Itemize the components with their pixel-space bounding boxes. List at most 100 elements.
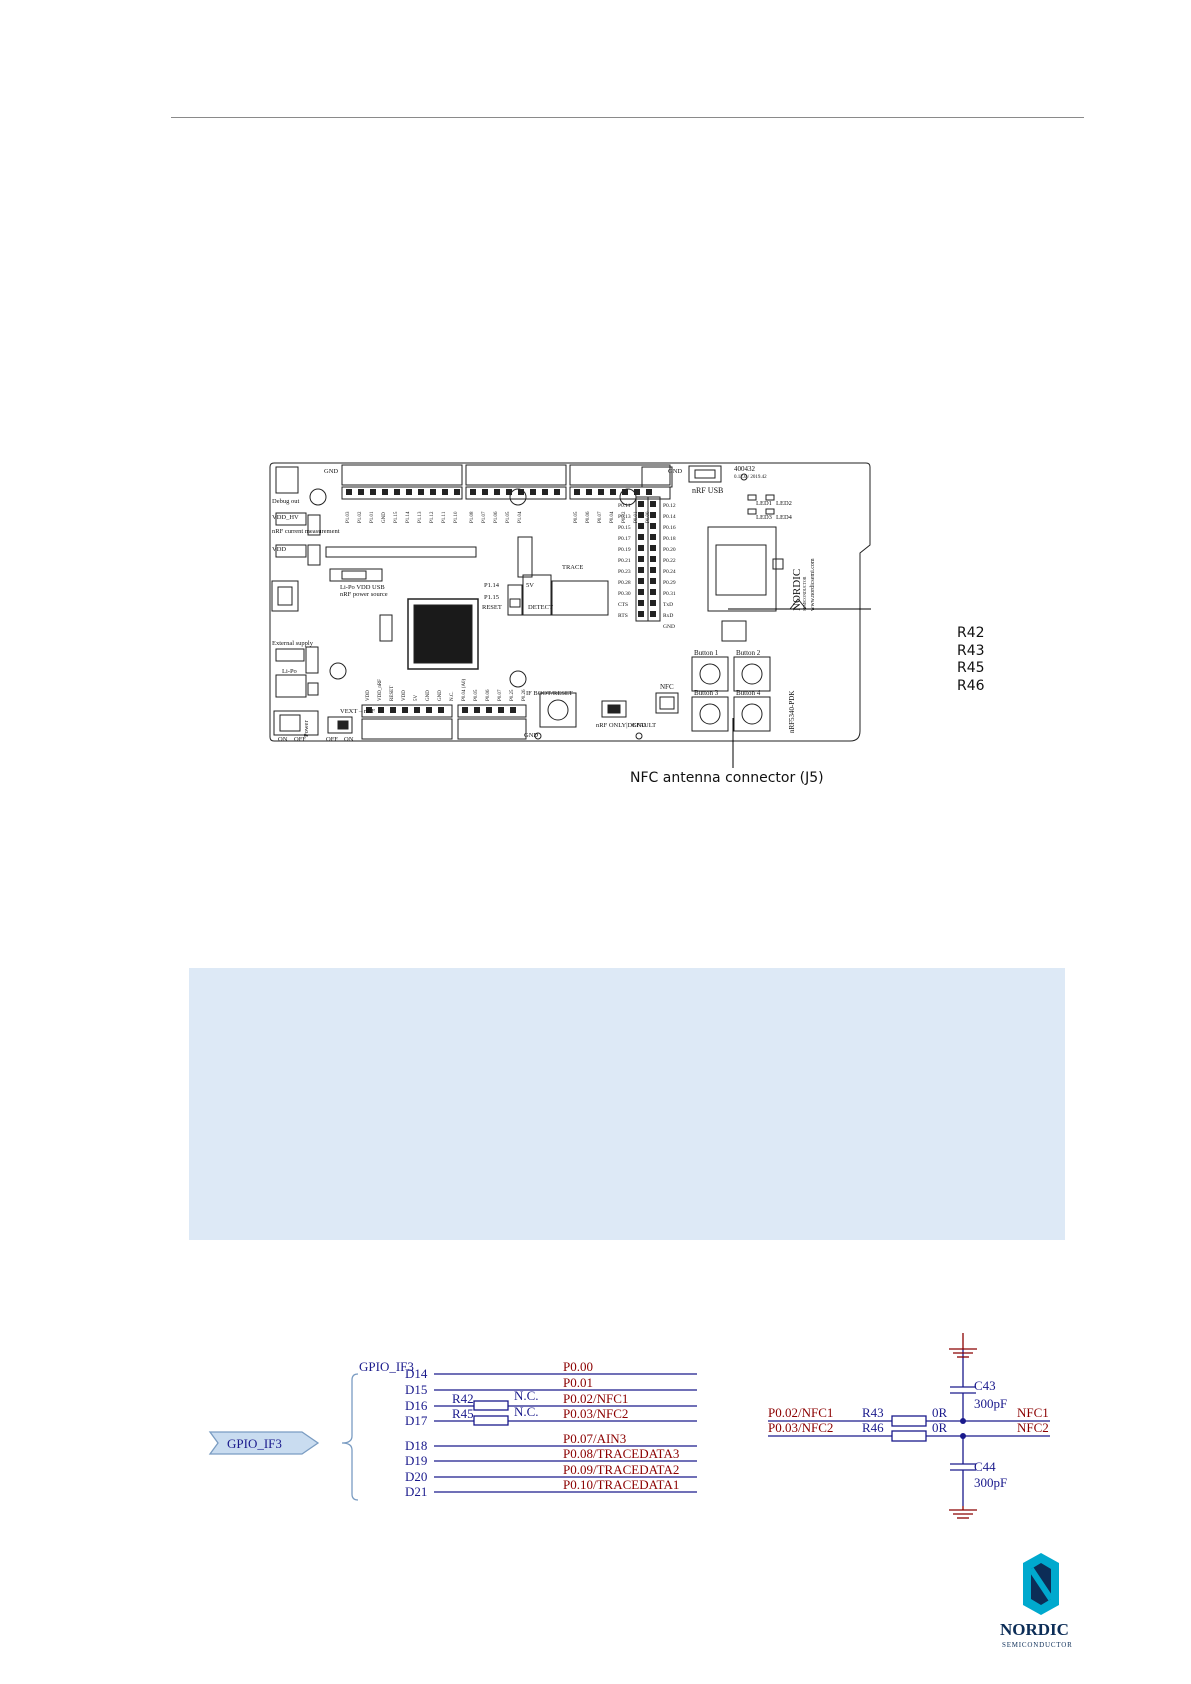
board-label-url: www.nordicsemi.com	[810, 558, 816, 611]
svg-text:P0.14: P0.14	[663, 514, 676, 520]
nordic-logo: NORDIC SEMICONDUCTOR	[996, 1553, 1086, 1651]
pin-d18: D18	[405, 1438, 427, 1453]
board-label-led2: LED2	[776, 500, 792, 507]
net-nfc2: NFC2	[1017, 1420, 1049, 1435]
svg-text:P0.07: P0.07	[598, 511, 603, 523]
svg-text:P0.06: P0.06	[486, 689, 491, 701]
nfc-callout: NFC antenna connector (J5)	[630, 770, 824, 786]
svg-text:P0.30: P0.30	[618, 591, 631, 597]
resistor-callout: R42 R43 R45 R46	[957, 625, 985, 695]
svg-text:RTS: RTS	[618, 613, 628, 619]
svg-text:P1.12: P1.12	[430, 511, 435, 523]
board-label-on: ON	[278, 736, 288, 743]
svg-text:P1.03: P1.03	[346, 511, 351, 523]
board-label-vdd: VDD	[272, 546, 286, 553]
resistor-r46: R46	[862, 1420, 884, 1435]
board-label-lipo-vdd-usb: Li-Po VDD USB	[340, 584, 385, 591]
board-top-pin-labels: P1.03 P1.02 P1.01 GND P1.15 P1.14 P1.13 …	[346, 511, 651, 523]
board-label-trace: TRACE	[562, 564, 583, 571]
board-label-id: 400432	[734, 465, 756, 473]
svg-text:GND: GND	[382, 512, 387, 523]
board-label-nrf-only-default: nRF ONLY|DEFAULT	[596, 722, 656, 729]
cap-c43: C43	[974, 1378, 996, 1393]
board-label-external-supply: External supply	[272, 640, 314, 647]
bus-name-gpio-if3: GPIO_IF3	[359, 1359, 414, 1374]
svg-text:P1.10: P1.10	[454, 511, 459, 523]
net-p0-10-tracedata1: P0.10/TRACEDATA1	[563, 1477, 679, 1492]
callout-r46: R46	[957, 677, 985, 694]
callout-r43: R43	[957, 642, 985, 659]
svg-text:P1.01: P1.01	[370, 511, 375, 523]
svg-text:P0.18: P0.18	[663, 536, 676, 542]
board-label-button4: Button 4	[736, 689, 761, 697]
board-label-pdk: nRF5340-PDK	[788, 691, 796, 733]
svg-text:TxD: TxD	[663, 602, 673, 608]
logo-subtitle: SEMICONDUCTOR	[1002, 1641, 1073, 1649]
board-label-led4: LED4	[776, 514, 793, 521]
svg-text:P1.15: P1.15	[394, 511, 399, 523]
board-outline	[269, 462, 871, 742]
board-label-nordic: NORDIC	[791, 569, 803, 611]
callout-r45: R45	[957, 660, 985, 676]
board-label-nrf-current: nRF current measurement	[272, 528, 340, 535]
svg-text:P0.24: P0.24	[663, 569, 676, 575]
net-p0-09-tracedata2: P0.09/TRACEDATA2	[563, 1462, 679, 1477]
svg-text:P0.22: P0.22	[663, 558, 676, 564]
svg-text:P1.02: P1.02	[358, 511, 363, 523]
board-label-detect: DETECT	[528, 604, 553, 611]
net-p0-01: P0.01	[563, 1375, 593, 1390]
svg-text:P0.07: P0.07	[498, 689, 503, 701]
board-label-off2: OFF	[326, 736, 338, 743]
svg-text:P1.11: P1.11	[442, 511, 447, 523]
board-label-off: OFF	[294, 736, 306, 743]
svg-text:P0.20: P0.20	[663, 547, 676, 553]
pin-d16: D16	[405, 1398, 428, 1413]
pin-d21: D21	[405, 1484, 427, 1499]
svg-text:P0.15: P0.15	[618, 525, 631, 531]
svg-text:VDD: VDD	[402, 690, 407, 701]
svg-text:P0.29: P0.29	[663, 580, 676, 586]
svg-text:P0.13: P0.13	[618, 514, 631, 520]
board-label-debug-out: Debug out	[272, 498, 299, 505]
svg-text:P0.12: P0.12	[663, 503, 676, 509]
svg-text:CTS: CTS	[618, 602, 628, 608]
svg-text:P0.11: P0.11	[618, 503, 631, 509]
board-label-5v: 5V	[526, 582, 534, 589]
svg-text:P0.28: P0.28	[618, 580, 631, 586]
board-label-gnd-top-right: GND	[668, 468, 682, 475]
board-label-p1-14: P1.14	[484, 582, 500, 589]
board-label-button1: Button 1	[694, 649, 719, 657]
pin-d15: D15	[405, 1382, 427, 1397]
board-illustration: GND GND nRF USB 400432 0.12.0 / 2019.42 …	[269, 462, 871, 743]
board-label-led3: LED3	[756, 514, 772, 521]
svg-text:P0.25: P0.25	[510, 689, 515, 701]
svg-text:GND: GND	[426, 690, 431, 701]
resistor-r45: R45	[452, 1406, 474, 1421]
svg-text:P0.04 (A0): P0.04 (A0)	[462, 678, 467, 701]
pin-d17: D17	[405, 1413, 428, 1428]
board-label-nrf-power-source: nRF power source	[340, 591, 388, 598]
board-label-on2: ON	[344, 736, 354, 743]
board-label-gnd-bottom2: GND	[632, 722, 646, 729]
board-label-nrf-usb: nRF USB	[692, 486, 723, 495]
svg-text:RESET: RESET	[390, 686, 395, 701]
board-label-power: Power	[303, 720, 310, 737]
net-p0-08-tracedata3: P0.08/TRACEDATA3	[563, 1446, 679, 1461]
board-label-p1-15: P1.15	[484, 594, 499, 601]
net-left-p0-03-nfc2: P0.03/NFC2	[768, 1420, 833, 1435]
svg-text:N.C.: N.C.	[450, 692, 455, 701]
svg-text:5V: 5V	[414, 695, 419, 702]
svg-text:P1.04: P1.04	[518, 511, 523, 523]
svg-text:VDD: VDD	[366, 690, 371, 701]
net-p0-03-nfc2: P0.03/NFC2	[563, 1406, 628, 1421]
svg-text:P0.16: P0.16	[663, 525, 676, 531]
svg-text:VDD_nRF: VDD_nRF	[378, 679, 383, 701]
cap-c44-value: 300pF	[974, 1475, 1007, 1490]
nordic-logo-mark: NORDIC SEMICONDUCTOR	[1000, 1553, 1073, 1649]
board-label-led1: LED1	[756, 500, 772, 507]
svg-text:P0.00: P0.00	[646, 511, 651, 523]
logo-wordmark: NORDIC	[1000, 1620, 1069, 1639]
cap-c43-value: 300pF	[974, 1396, 1007, 1411]
